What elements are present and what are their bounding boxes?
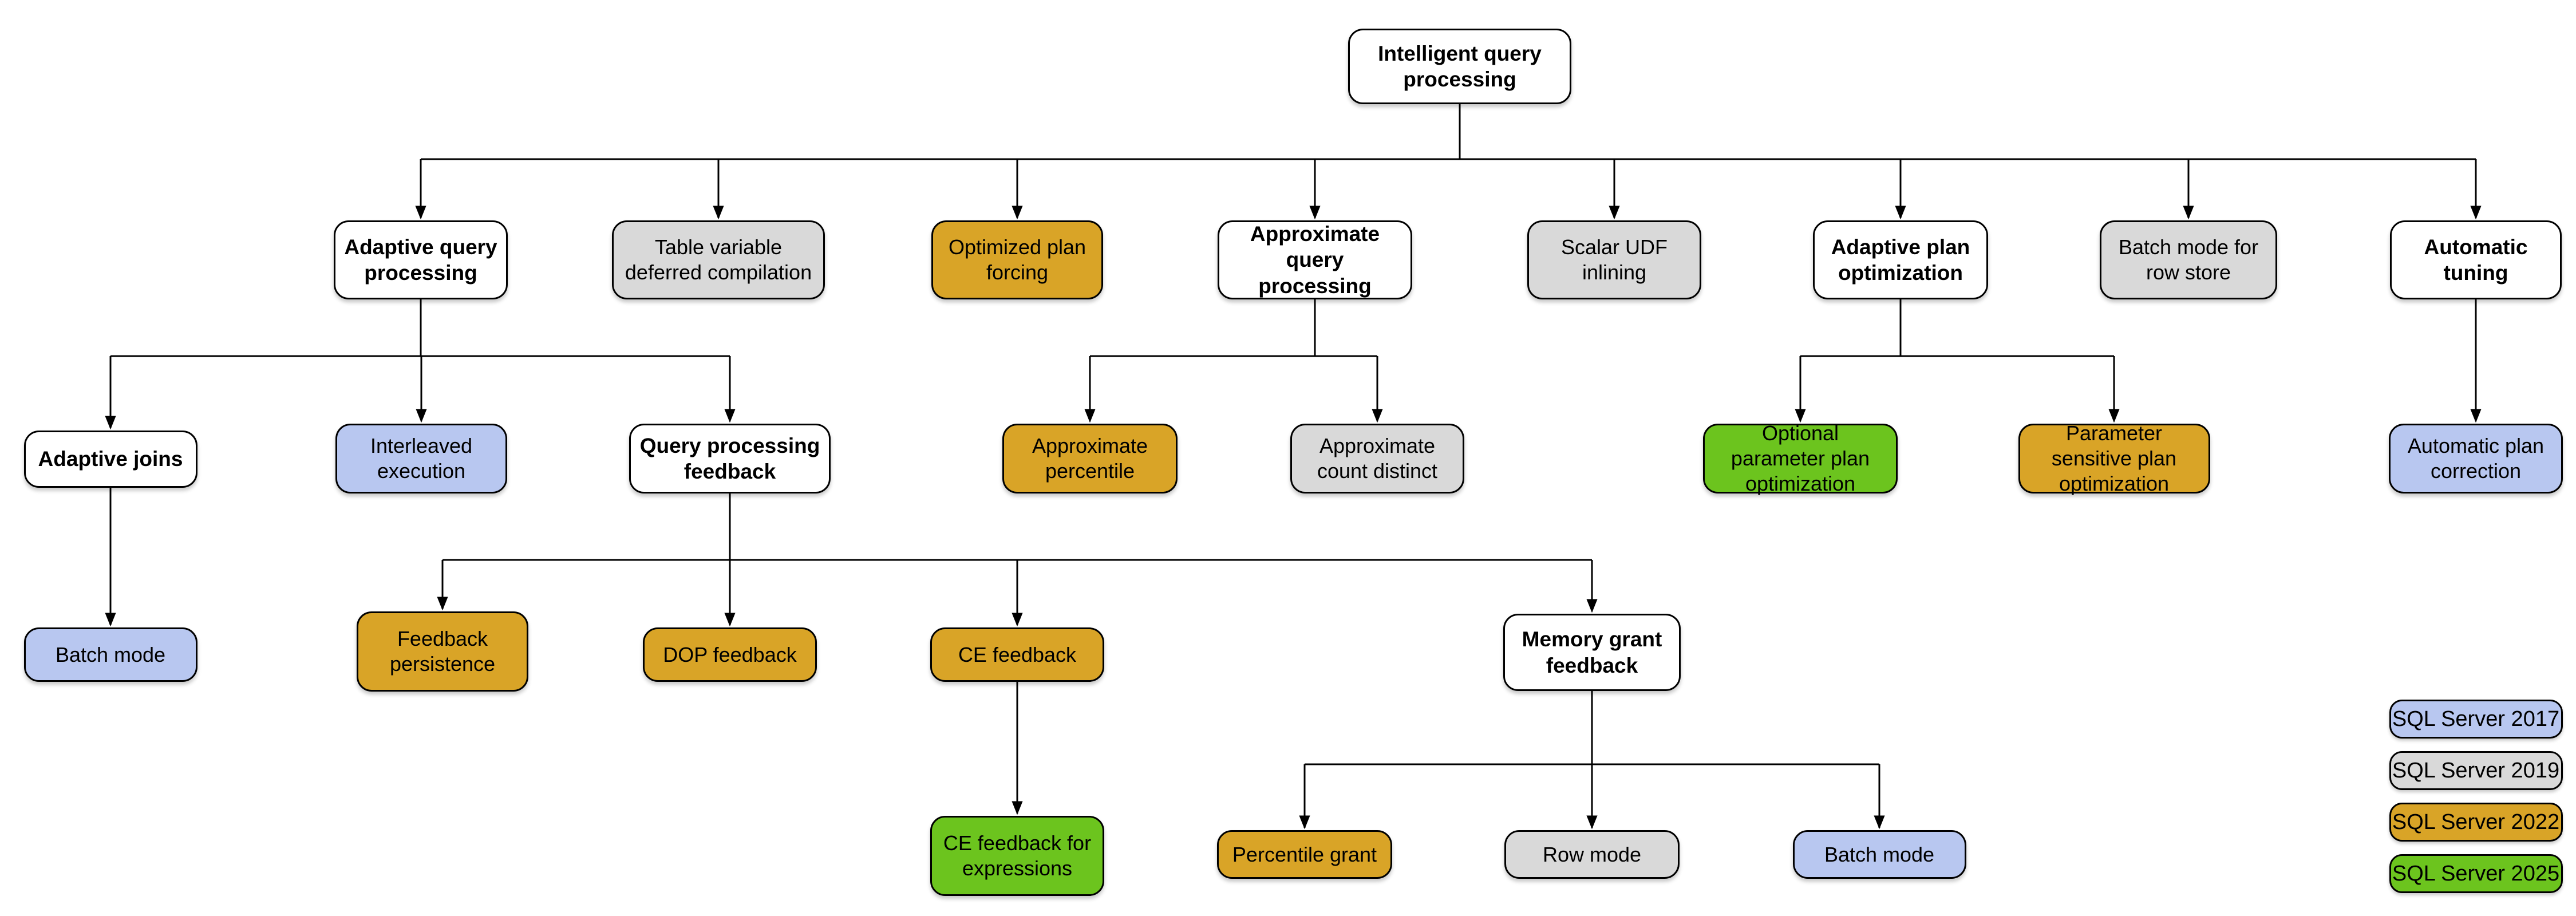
node-apc: Automatic plan correction (2389, 424, 2563, 493)
node-pg: Percentile grant (1217, 830, 1392, 879)
node-cef: CE feedback (930, 627, 1104, 682)
node-apo: Adaptive plan optimization (1813, 220, 1988, 299)
legend-item-sql2019: SQL Server 2019 (2389, 751, 2563, 790)
node-acd: Approximate count distinct (1290, 424, 1464, 493)
node-oppo: Optional parameter plan optimization (1703, 421, 1898, 495)
legend-item-sql2025: SQL Server 2025 (2389, 854, 2563, 893)
legend-item-sql2022: SQL Server 2022 (2389, 803, 2563, 842)
node-aqp: Adaptive query processing (334, 220, 508, 299)
node-cefe: CE feedback for expressions (930, 816, 1104, 896)
node-bmrs: Batch mode for row store (2100, 220, 2277, 299)
node-rm: Row mode (1504, 830, 1680, 879)
node-axqp: Approximate query processing (1218, 220, 1412, 299)
node-pspo: Parameter sensitive plan optimization (2018, 421, 2210, 495)
node-ie: Interleaved execution (335, 424, 507, 493)
node-iqp: Intelligent query processing (1348, 29, 1571, 104)
node-opf: Optimized plan forcing (931, 220, 1103, 299)
node-bm1: Batch mode (23, 627, 197, 682)
node-qpf: Query processing feedback (629, 424, 831, 493)
node-ap: Approximate percentile (1002, 424, 1178, 493)
node-bm2: Batch mode (1792, 830, 1966, 879)
node-sudf: Scalar UDF inlining (1527, 220, 1701, 299)
node-aj: Adaptive joins (23, 431, 197, 488)
node-dop: DOP feedback (643, 627, 817, 682)
node-mgf: Memory grant feedback (1503, 614, 1681, 691)
node-at: Automatic tuning (2390, 220, 2562, 299)
node-tvdc: Table variable deferred compilation (612, 220, 825, 299)
legend-item-sql2017: SQL Server 2017 (2389, 700, 2563, 739)
node-fp: Feedback persistence (357, 611, 528, 692)
